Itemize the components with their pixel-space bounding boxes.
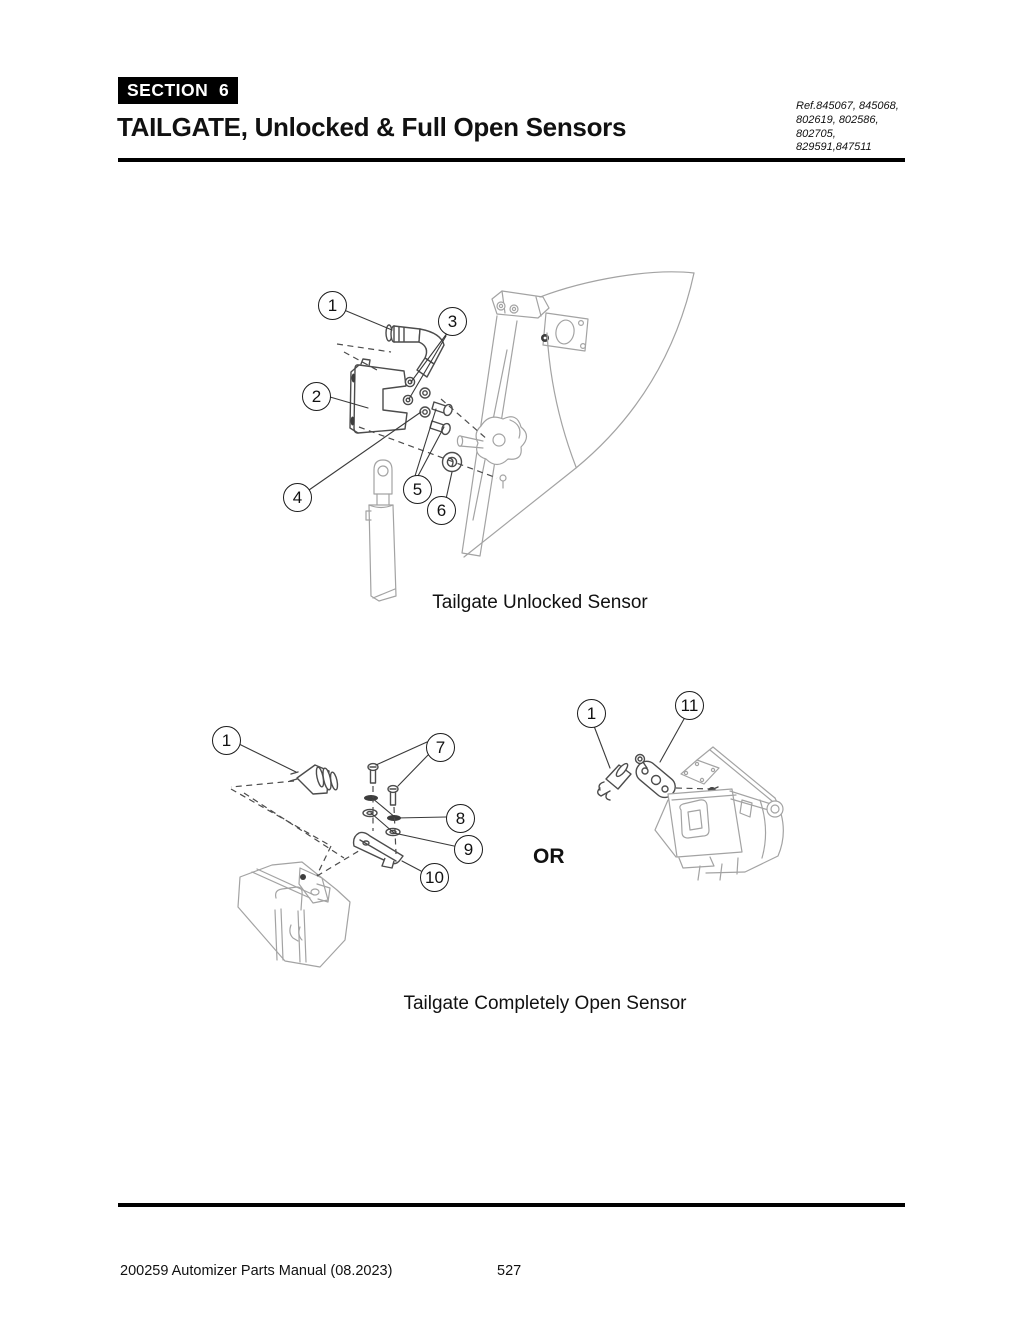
callout-unlocked-5: 5 [403,475,432,504]
figure-open-left-hardware [352,762,404,869]
callout-unlocked-1: 1 [318,291,347,320]
callout-unlocked-2: 2 [302,382,331,411]
header-rule [118,158,905,162]
figure-open-right-dashed-guides [675,787,713,790]
section-badge: SECTION 6 [118,77,239,104]
ref-numbers: Ref.845067, 845068, 802619, 802586, 8027… [796,100,921,155]
footer-manual-title: 200259 Automizer Parts Manual (08.2023) [120,1263,393,1279]
callout-unlocked-6: 6 [427,496,456,525]
footer-page-number: 527 [497,1263,522,1279]
figure-unlocked-hardware [402,376,463,473]
callout-open-alt-11: 11 [675,691,704,720]
figure-open-left-tailgate-corner [237,861,351,968]
callout-open-10: 10 [420,863,449,892]
figure-unlocked-cylinder [365,459,397,602]
or-label: OR [533,845,565,868]
page-title: TAILGATE, Unlocked & Full Open Sensors [117,112,627,142]
figure-unlocked-dashed-guides [336,343,498,479]
caption-tailgate-unlocked-sensor: Tailgate Unlocked Sensor [432,592,648,613]
figure-unlocked-bracket-part [349,358,408,434]
caption-tailgate-completely-open-sensor: Tailgate Completely Open Sensor [403,993,687,1014]
callout-open-7: 7 [426,733,455,762]
figure-unlocked-tailgate-assembly [456,271,695,558]
figure-open-right-sensor-part [597,762,632,801]
figure-open-left-dashed-guides [230,780,397,877]
callout-open-9: 9 [454,835,483,864]
callout-open-1: 1 [212,726,241,755]
figure-open-right-plate-part [634,753,676,799]
callout-unlocked-3: 3 [438,307,467,336]
ref-line: 829591,847511 [796,141,872,154]
callout-unlocked-4: 4 [283,483,312,512]
figure-open-left-sensor-part [289,764,339,795]
ref-line: 802619, 802586, [796,113,879,126]
figure-unlocked-sensor-part [385,324,445,378]
ref-line: 802705, [796,127,836,140]
callout-open-8: 8 [446,804,475,833]
footer-rule [118,1203,905,1207]
figure-unlocked-leader-lines [308,309,453,500]
figure-open-right-leader-lines [593,718,685,769]
figure-open-right-assembly [654,746,784,881]
ref-line: Ref.845067, 845068, [796,100,899,112]
figure-open-left-leader-lines [238,741,455,872]
callout-open-alt-1: 1 [577,699,606,728]
